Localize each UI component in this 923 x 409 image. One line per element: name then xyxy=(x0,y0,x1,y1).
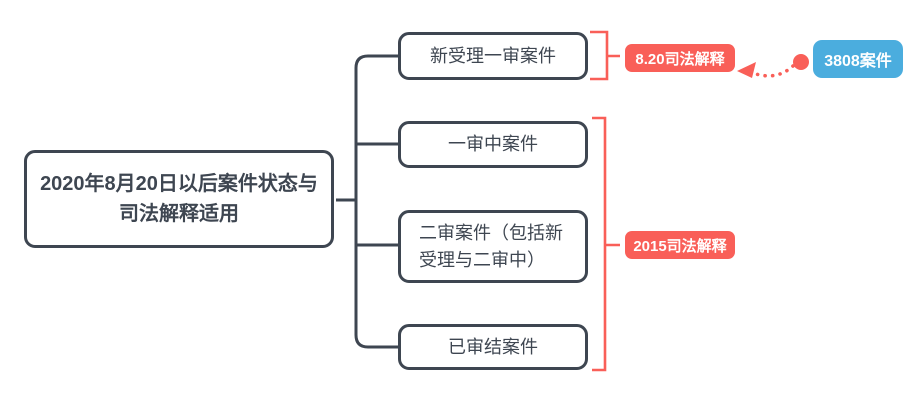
summary-bracket-820 xyxy=(590,30,620,81)
callout-3808-cases[interactable]: 3808案件 xyxy=(813,40,903,78)
summary-label-820-interpretation[interactable]: 8.20司法解释 xyxy=(625,44,735,72)
callout-arrow-head xyxy=(737,62,756,78)
branch-topic-concluded[interactable]: 已审结案件 xyxy=(398,324,588,370)
callout-arrow-dotted-line xyxy=(751,64,795,78)
branch-topic-first-instance-pending[interactable]: 一审中案件 xyxy=(398,121,588,168)
callout-arrow-origin-dot xyxy=(793,54,809,70)
root-topic[interactable]: 2020年8月20日以后案件状态与司法解释适用 xyxy=(24,150,334,248)
branch-connector-spine xyxy=(354,54,398,349)
branch-topic-new-first-instance[interactable]: 新受理一审案件 xyxy=(398,32,588,80)
branch-topic-second-instance[interactable]: 二审案件（包括新受理与二审中） xyxy=(398,210,588,283)
summary-bracket-2015 xyxy=(592,116,620,372)
summary-label-2015-interpretation[interactable]: 2015司法解释 xyxy=(625,231,735,259)
